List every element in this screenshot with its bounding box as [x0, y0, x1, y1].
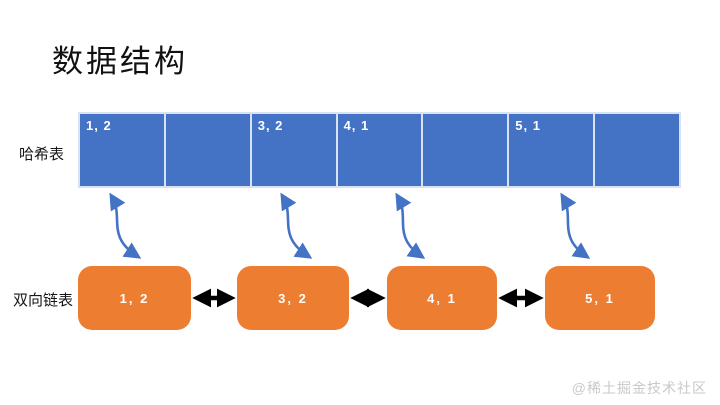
- hash-table-cell: [593, 114, 679, 186]
- linked-list-node: 1, 2: [78, 266, 191, 330]
- hash-table-cell: [421, 114, 507, 186]
- hash-cell-value: 1, 2: [86, 118, 112, 133]
- watermark: @稀土掘金技术社区: [571, 380, 707, 396]
- hash-to-node-arrow: [280, 192, 313, 259]
- hash-to-node-arrow: [560, 192, 591, 259]
- linked-list-label: 双向链表: [13, 292, 74, 309]
- page-title: 数据结构: [52, 44, 188, 79]
- hash-cell-value: 5, 1: [515, 118, 541, 133]
- linked-list-node: 5, 1: [545, 266, 655, 330]
- hash-cell-value: 3, 2: [257, 118, 284, 133]
- hash-table: 1, 2 3, 2 4, 1 5, 1: [78, 112, 681, 188]
- hash-table-cell: [163, 114, 250, 186]
- hash-to-node-arrow: [395, 192, 426, 259]
- hash-table-cell: 4, 1: [335, 114, 422, 186]
- linked-list-node: 4, 1: [387, 266, 497, 330]
- hash-table-cell: 1, 2: [80, 114, 164, 186]
- hash-to-node-arrow: [109, 192, 142, 259]
- hash-cell-value: 4, 1: [343, 118, 370, 133]
- hash-table-cell: 5, 1: [507, 114, 593, 186]
- linked-list-node: 3, 2: [237, 266, 349, 330]
- hash-table-cell: 3, 2: [249, 114, 336, 186]
- hash-table-label: 哈希表: [19, 146, 65, 163]
